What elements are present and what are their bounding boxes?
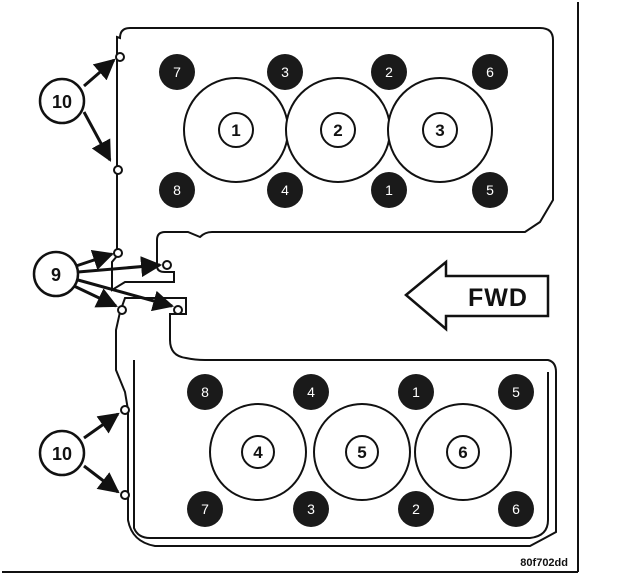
bolt-sequence-number: 4 bbox=[281, 182, 289, 198]
cylinder-number: 2 bbox=[333, 121, 342, 140]
bolt-hole bbox=[159, 54, 195, 90]
cylinder-number: 3 bbox=[435, 121, 444, 140]
fwd-arrow-outline bbox=[404, 259, 550, 332]
cylinder-label-ring-3 bbox=[422, 112, 458, 148]
callout-circle-middle bbox=[32, 250, 80, 298]
callout-circle-bottom bbox=[38, 429, 86, 477]
bolt-hole bbox=[267, 54, 303, 90]
small-hole bbox=[115, 52, 125, 62]
cylinder-label-ring-2 bbox=[320, 112, 356, 148]
gasket-outline-inner bbox=[115, 297, 557, 547]
bolt-hole bbox=[398, 374, 434, 410]
bolt-sequence-number: 3 bbox=[281, 64, 289, 80]
bolt-hole bbox=[293, 374, 329, 410]
bolt-hole bbox=[187, 491, 223, 527]
callouts: 10 9 10 bbox=[32, 77, 86, 477]
bolt-sequence-number: 7 bbox=[173, 64, 181, 80]
bolt-hole bbox=[398, 491, 434, 527]
bolt-hole bbox=[293, 491, 329, 527]
small-hole bbox=[120, 490, 130, 500]
lower-cylinders: 4 5 6 bbox=[209, 403, 512, 501]
fwd-label: FWD bbox=[468, 284, 528, 312]
leader-arrow bbox=[83, 412, 120, 440]
bolt-sequence-number: 3 bbox=[307, 501, 315, 517]
leader-arrow bbox=[77, 256, 163, 278]
leader-arrow bbox=[77, 278, 175, 312]
cylinder-label-ring-4 bbox=[241, 435, 275, 469]
bolt-sequence-number: 2 bbox=[385, 64, 393, 80]
bolt-hole bbox=[371, 54, 407, 90]
bolt-sequence-number: 8 bbox=[201, 384, 209, 400]
callout-label: 10 bbox=[52, 92, 72, 112]
small-hole bbox=[173, 305, 183, 315]
bolt-sequence-number: 1 bbox=[385, 182, 393, 198]
small-hole bbox=[120, 405, 130, 415]
bolt-sequence-number: 6 bbox=[512, 501, 520, 517]
small-hole bbox=[117, 305, 127, 315]
bolt-hole bbox=[187, 374, 223, 410]
leader-arrow bbox=[73, 284, 118, 308]
leader-arrow bbox=[75, 250, 114, 270]
forward-direction-arrow: FWD bbox=[404, 259, 550, 332]
cylinder-number: 6 bbox=[458, 443, 467, 462]
cylinder-label-ring-6 bbox=[446, 435, 480, 469]
lower-bolts: 8 4 1 5 7 3 2 6 bbox=[187, 374, 534, 527]
bolt-hole bbox=[267, 172, 303, 208]
bolt-hole bbox=[159, 172, 195, 208]
figure-code: 80f702dd bbox=[520, 557, 568, 569]
bolt-sequence-number: 1 bbox=[412, 384, 420, 400]
cylinder-number: 4 bbox=[253, 443, 263, 462]
small-hole bbox=[162, 260, 172, 270]
bolt-hole bbox=[472, 172, 508, 208]
bolt-hole bbox=[498, 374, 534, 410]
cylinder-number: 1 bbox=[231, 121, 240, 140]
callout-circle-top bbox=[38, 77, 86, 125]
bolt-hole bbox=[371, 172, 407, 208]
leader-arrow bbox=[83, 58, 116, 88]
cylinder-label-ring-1 bbox=[218, 112, 254, 148]
bolt-sequence-number: 2 bbox=[412, 501, 420, 517]
callout-arrows bbox=[73, 58, 175, 494]
bolt-sequence-number: 8 bbox=[173, 182, 181, 198]
cylinder-label-ring-5 bbox=[345, 435, 379, 469]
upper-bolts: 7 3 2 6 8 4 1 5 bbox=[159, 54, 508, 208]
bolt-sequence-number: 5 bbox=[512, 384, 520, 400]
leader-arrow bbox=[83, 464, 120, 494]
callout-label: 10 bbox=[52, 444, 72, 464]
cylinder-number: 5 bbox=[357, 443, 366, 462]
leader-arrow bbox=[82, 111, 112, 162]
bolt-sequence-number: 6 bbox=[486, 64, 494, 80]
bolt-sequence-number: 4 bbox=[307, 384, 315, 400]
bolt-hole bbox=[498, 491, 534, 527]
small-hole bbox=[113, 165, 123, 175]
bolt-hole bbox=[472, 54, 508, 90]
small-fastener-holes bbox=[113, 52, 183, 500]
bolt-sequence-number: 5 bbox=[486, 182, 494, 198]
gasket-lower-inner bbox=[133, 360, 549, 539]
small-hole bbox=[113, 248, 123, 258]
callout-label: 9 bbox=[51, 265, 61, 285]
bolt-sequence-number: 7 bbox=[201, 501, 209, 517]
upper-cylinders: 1 2 3 bbox=[183, 77, 493, 183]
